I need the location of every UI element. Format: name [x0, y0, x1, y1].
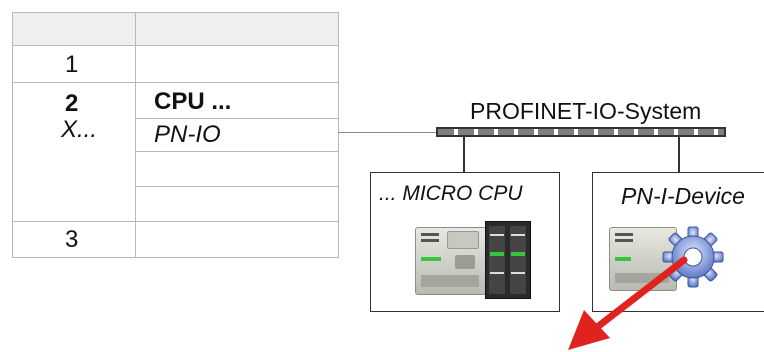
table-row-slot-1[interactable]: 1: [12, 45, 136, 83]
micro-cpu-device[interactable]: ... MICRO CPU: [370, 172, 560, 312]
table-row-module-empty-1[interactable]: [135, 151, 339, 187]
table-row-module-cpu[interactable]: CPU ...: [135, 82, 339, 119]
device-name-label: ... MICRO CPU: [379, 182, 523, 205]
slot-number: 2: [65, 90, 79, 117]
device-name-label: PN-I-Device: [621, 183, 745, 209]
header-slot-cell: [12, 12, 136, 46]
table-row-slot-2[interactable]: 2 X...: [12, 82, 136, 222]
hardware-config-table: 1 2 X... CPU ... PN-IO 3: [12, 12, 339, 258]
bus-segments: [438, 129, 724, 135]
drag-direction-arrow-icon: [568, 256, 688, 350]
profinet-bus[interactable]: [436, 127, 726, 137]
io-module-icon: [485, 221, 531, 299]
table-row-module-3[interactable]: [135, 221, 339, 258]
pn-io-interface-label: PN-IO: [154, 121, 221, 148]
slot-number: 3: [65, 226, 79, 253]
table-row-module-pnio[interactable]: PN-IO: [135, 118, 339, 152]
cpu-module-icon: [415, 223, 487, 295]
pn-i-device[interactable]: PN-I-Device: [592, 172, 764, 312]
slot-interface-label: X...: [61, 116, 98, 143]
table-row-module-empty-2[interactable]: [135, 186, 339, 222]
table-row-slot-3[interactable]: 3: [12, 221, 136, 258]
profinet-system-label: PROFINET-IO-System: [470, 98, 702, 124]
slot-number: 1: [65, 51, 79, 78]
table-row-module-1[interactable]: [135, 45, 339, 83]
bus-drop-line-cpu: [463, 137, 465, 173]
header-module-cell: [135, 12, 339, 46]
pn-io-connection-line: [338, 132, 436, 133]
bus-drop-line-device: [678, 137, 680, 173]
cpu-module-label: CPU ...: [154, 88, 232, 115]
